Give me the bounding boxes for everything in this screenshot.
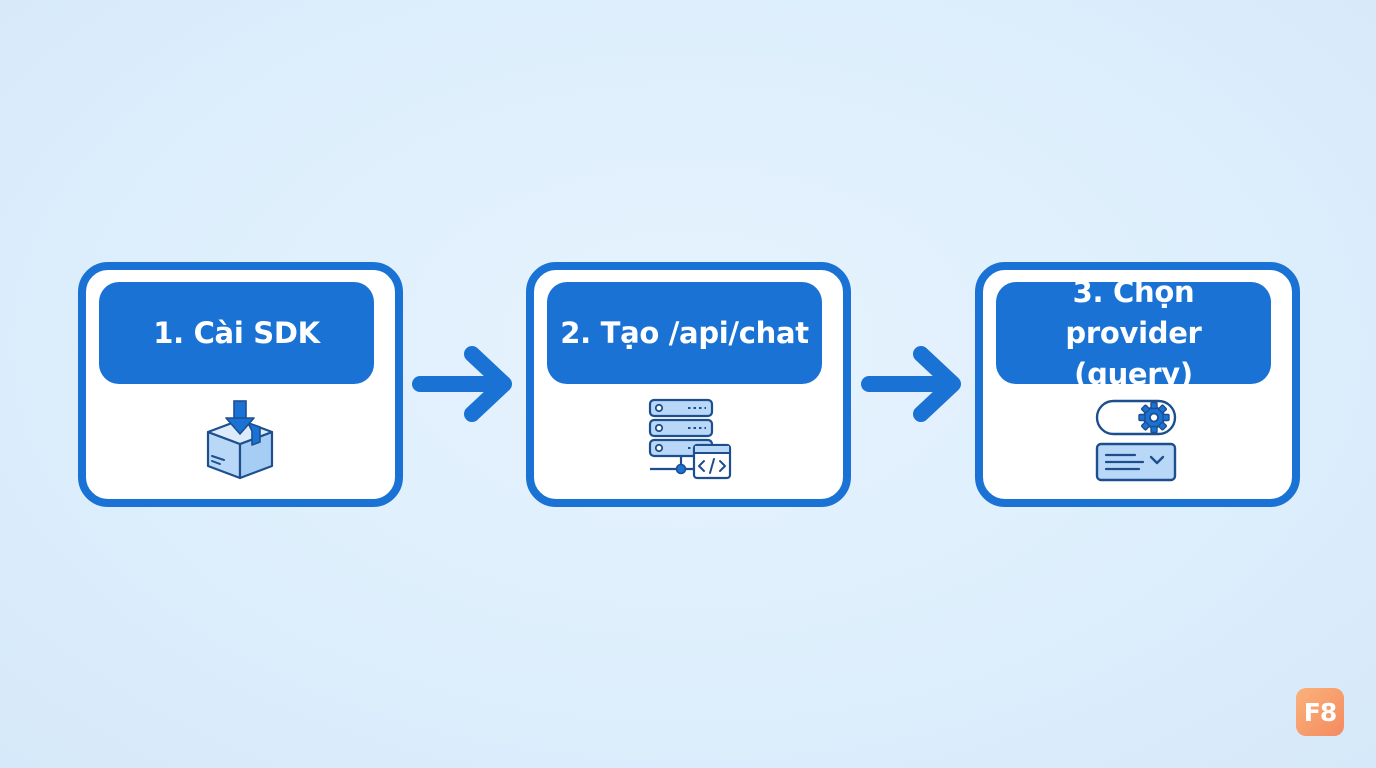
step-title: 3. Chọn provider (query)	[1065, 274, 1202, 391]
badge-label: F8	[1303, 697, 1337, 727]
step-title: 1. Cài SDK	[153, 315, 320, 350]
step-header: 2. Tạo /api/chat	[547, 282, 822, 384]
package-download-icon	[190, 398, 290, 488]
step-card-choose-provider: 3. Chọn provider (query)	[975, 262, 1300, 507]
step-card-create-api-chat: 2. Tạo /api/chat	[526, 262, 851, 507]
f8-logo-badge: F8	[1296, 688, 1344, 736]
step-header: 3. Chọn provider (query)	[996, 275, 1271, 391]
step-title: 2. Tạo /api/chat	[560, 315, 809, 350]
settings-toggle-dropdown-icon	[1087, 398, 1187, 488]
step-card-install-sdk: 1. Cài SDK	[78, 262, 403, 507]
arrow-right-icon	[861, 344, 965, 424]
server-code-icon	[638, 398, 738, 488]
arrow-right-icon	[412, 344, 516, 424]
step-header: 1. Cài SDK	[99, 282, 374, 384]
